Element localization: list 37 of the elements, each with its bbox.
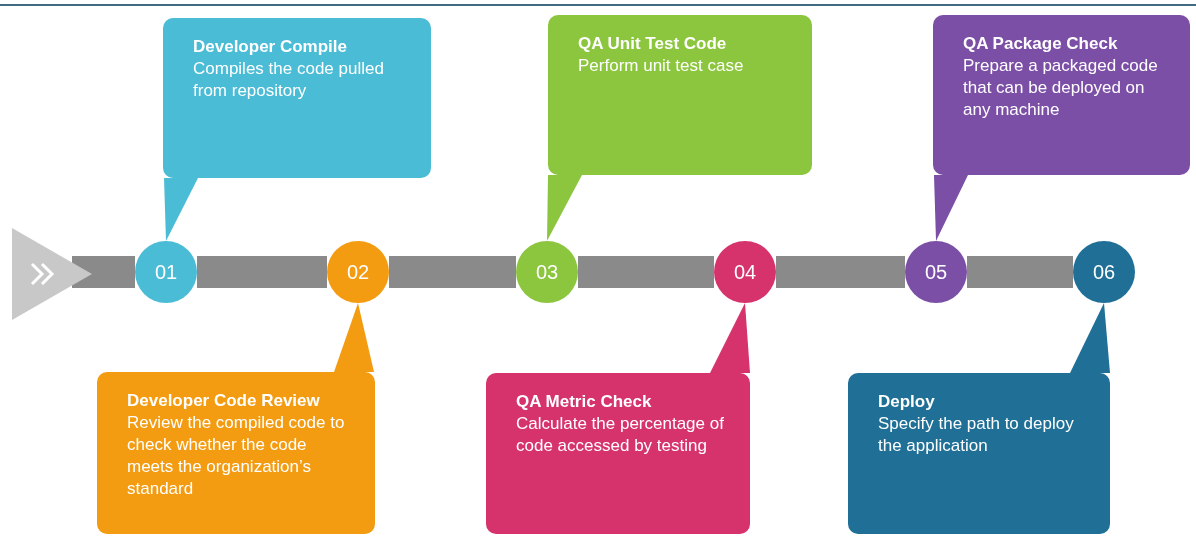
step-title: Developer Code Review (127, 390, 321, 412)
step-callout-box (163, 18, 431, 178)
step-callout-box (848, 373, 1110, 534)
callout-pointer (547, 175, 582, 241)
step-description: Perform unit test case (578, 55, 745, 77)
timeline-bar (776, 256, 905, 288)
step-number-circle: 03 (516, 241, 578, 303)
step-number-circle: 06 (1073, 241, 1135, 303)
step-title: QA Unit Test Code (578, 33, 728, 55)
timeline-bar (967, 256, 1073, 288)
callout-pointer (334, 303, 374, 372)
callout-pointer (710, 303, 750, 373)
timeline-bar (197, 256, 327, 288)
step-callout-box (548, 15, 812, 175)
timeline-bar (389, 256, 516, 288)
callout-pointer (934, 175, 968, 241)
step-callout-box (933, 15, 1190, 175)
callout-pointer (164, 178, 198, 241)
callout-pointer (1070, 303, 1110, 373)
start-arrow (12, 228, 92, 320)
timeline-bar (578, 256, 714, 288)
step-number-circle: 05 (905, 241, 967, 303)
step-title: QA Metric Check (516, 391, 653, 413)
step-number-circle: 01 (135, 241, 197, 303)
step-description: Review the compiled code to check whether the code meets the organization’s standard (127, 412, 346, 500)
step-title: Developer Compile (193, 36, 348, 58)
step-number-circle: 02 (327, 241, 389, 303)
step-callout-box (97, 372, 375, 534)
step-description: Compiles the code pulled from repository (193, 58, 385, 102)
step-description: Specify the path to deploy the application (878, 413, 1075, 457)
step-title: QA Package Check (963, 33, 1119, 55)
step-callout-box (486, 373, 750, 534)
step-number-circle: 04 (714, 241, 776, 303)
step-description: Prepare a packaged code that can be deployed on any machine (963, 55, 1159, 121)
step-title: Deploy (878, 391, 936, 413)
step-description: Calculate the percentage of code accessed by testing (516, 413, 725, 457)
timeline-bar (72, 256, 135, 288)
